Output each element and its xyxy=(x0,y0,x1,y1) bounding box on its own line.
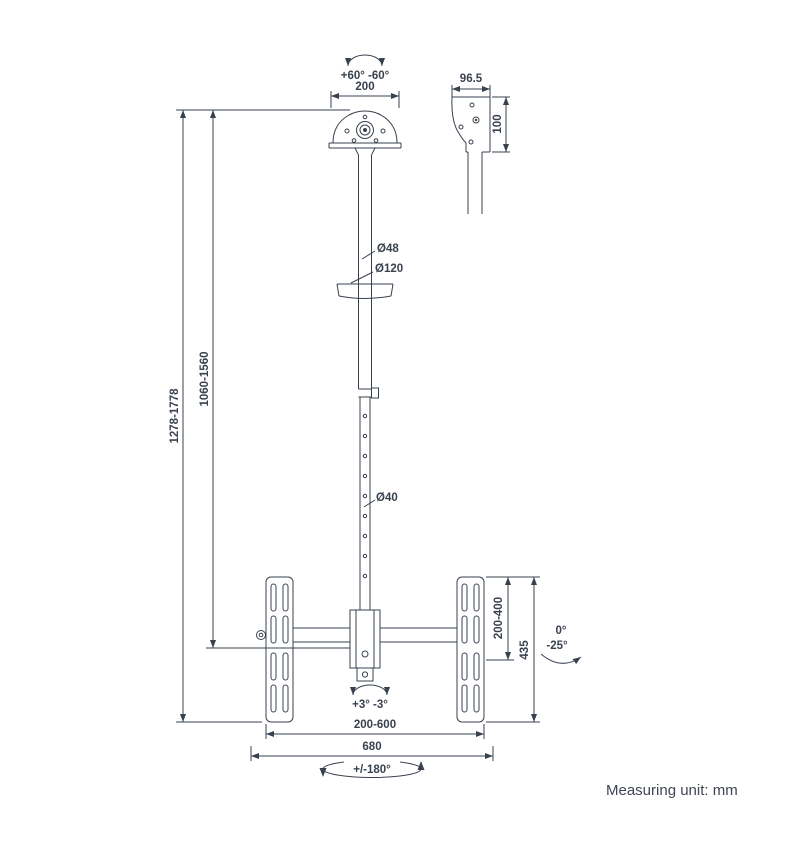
label-bracket-height: 435 xyxy=(519,640,531,660)
right-vesa-arm xyxy=(456,576,485,723)
level-arc-icon xyxy=(349,684,391,696)
rotation-annotation: +/-180° xyxy=(319,760,425,778)
left-vesa-arm xyxy=(265,576,294,723)
side-knob xyxy=(256,630,266,640)
bracket-height-dimension: 435 xyxy=(486,577,540,723)
label-side-depth: 96.5 xyxy=(460,73,483,85)
tilt-arc-icon xyxy=(540,653,582,665)
vesa-horizontal-dimension: 200-600 xyxy=(265,719,485,739)
label-total-drop: 1278-1778 xyxy=(169,388,181,444)
label-side-height: 100 xyxy=(492,114,504,133)
pivot-circle xyxy=(356,121,374,139)
label-rotation-range: +/-180° xyxy=(353,764,391,776)
pole-assembly: Ø48 Ø120 Ø40 xyxy=(336,155,403,610)
height-adjustment-holes xyxy=(362,413,368,579)
tv-bracket-assembly xyxy=(256,576,485,723)
label-lower-pole-diameter: Ø40 xyxy=(376,492,398,504)
label-collar-diameter: Ø120 xyxy=(375,263,403,275)
label-tilt-up: 0° xyxy=(556,625,567,637)
left-dimensions: 1278-1778 1060-1560 xyxy=(169,109,350,723)
telescopic-joint xyxy=(358,387,379,399)
side-pivot-circle xyxy=(472,116,480,124)
swivel-annotation: +60° -60° xyxy=(341,54,390,82)
level-annotation: +3° -3° xyxy=(349,684,391,711)
label-upper-pole-diameter: Ø48 xyxy=(377,243,399,255)
bracket-width-dimension: 680 xyxy=(250,741,494,761)
center-plate xyxy=(349,609,381,682)
label-vesa-vertical: 200-400 xyxy=(493,597,505,639)
side-width-dimension: 96.5 xyxy=(451,73,491,97)
ceiling-plate-dome xyxy=(332,110,398,144)
label-bracket-width: 680 xyxy=(362,741,381,753)
label-pole-drop: 1060-1560 xyxy=(199,352,211,407)
ceiling-plate-side-view xyxy=(451,96,491,214)
ceiling-plate-front-view xyxy=(328,110,402,156)
side-height-dimension: 100 xyxy=(492,96,510,153)
swivel-arc-icon xyxy=(344,54,386,67)
measuring-unit-note: Measuring unit: mm xyxy=(606,782,738,799)
vesa-vertical-dimension: 200-400 xyxy=(486,576,540,661)
tilt-tab xyxy=(356,667,374,682)
lock-knob xyxy=(371,387,379,399)
label-tilt-down: -25° xyxy=(546,640,568,652)
tilt-annotation: 0° -25° xyxy=(540,625,582,665)
label-level-adjust: +3° -3° xyxy=(352,699,388,711)
label-vesa-horizontal: 200-600 xyxy=(354,719,396,731)
label-swivel-top: +60° -60° xyxy=(341,70,390,82)
label-plate-width: 200 xyxy=(355,81,374,93)
plate-width-dimension: 200 xyxy=(330,81,400,108)
crossbar xyxy=(293,627,457,643)
collar xyxy=(336,283,394,299)
